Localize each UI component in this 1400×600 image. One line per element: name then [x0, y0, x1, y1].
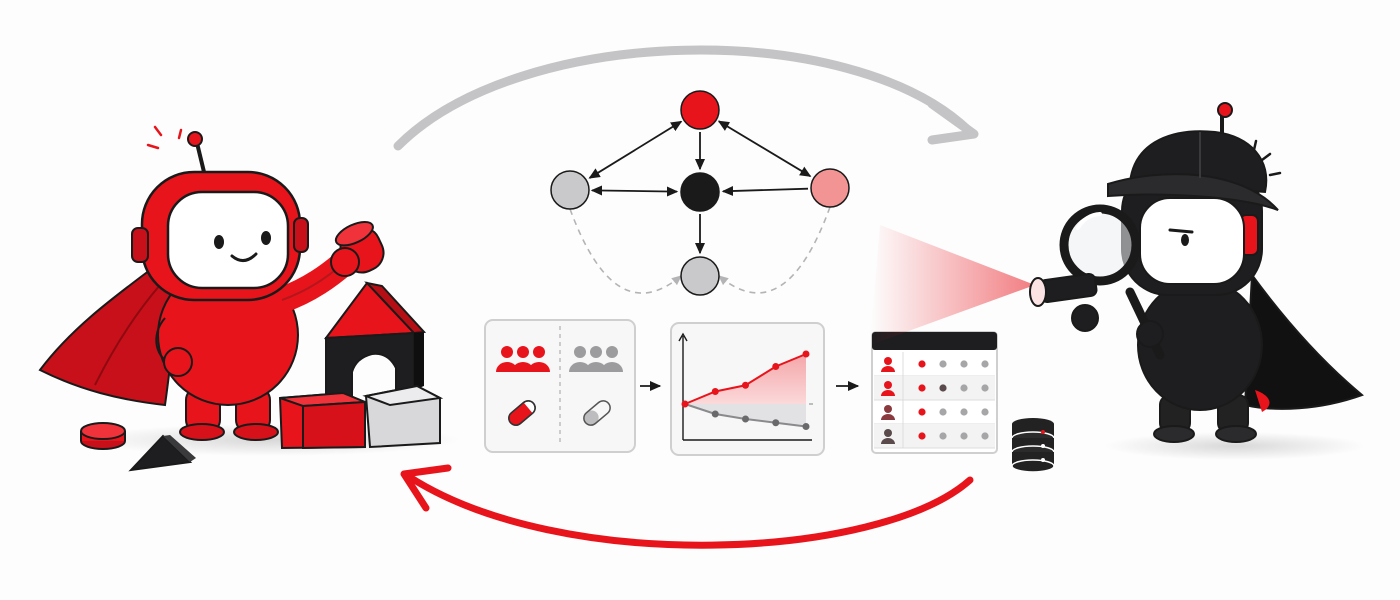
table-dot: [960, 408, 968, 416]
people-group-icon: [496, 346, 550, 372]
line-chart-icon: [678, 332, 814, 441]
results-table-panel: [871, 331, 998, 454]
table-dot: [918, 408, 926, 416]
database-icon: [1011, 418, 1055, 473]
causal-edge: [590, 185, 679, 197]
row-avatar-icon: [884, 381, 892, 389]
table-dot: [981, 360, 989, 368]
dashed-edge: [718, 206, 831, 294]
row-avatar-icon: [884, 405, 892, 413]
table-icon: [872, 332, 997, 350]
table-row: [874, 376, 995, 401]
control-point: [802, 423, 810, 430]
causal-edge: [721, 185, 809, 197]
graph-node-right: [810, 168, 850, 208]
causal-graph: [550, 90, 850, 296]
graph-node-left: [550, 170, 590, 210]
row-avatar-icon: [884, 429, 892, 437]
table-dot: [960, 360, 968, 368]
table-dot: [918, 384, 926, 392]
table-dot: [939, 360, 947, 368]
graph-node-top: [680, 90, 720, 130]
flow-arrow-bottom: [400, 464, 974, 549]
flashlight-icon: [1029, 272, 1098, 307]
outcome-chart-panel: [670, 322, 825, 456]
causal-edge: [588, 120, 683, 179]
control-point: [711, 410, 719, 418]
flow-arrow-top: [393, 45, 979, 151]
table-dot: [918, 432, 926, 440]
table-dot: [981, 408, 989, 416]
table-dot: [981, 384, 989, 392]
treated-point: [711, 388, 719, 395]
table-dot: [939, 384, 947, 392]
table-dot: [918, 360, 926, 368]
table-dot: [939, 432, 947, 440]
people-group-icon: [569, 346, 623, 372]
table-dot: [939, 408, 947, 416]
table-dot: [960, 432, 968, 440]
table-row: [874, 424, 995, 449]
groups-panel: [484, 319, 636, 453]
treated-point: [681, 400, 689, 408]
pill-icon: [583, 400, 611, 426]
graph-node-center: [680, 172, 720, 212]
causal-edge: [717, 120, 812, 177]
control-point: [742, 415, 749, 423]
row-avatar-icon: [884, 357, 892, 365]
detective-robot: [870, 102, 1365, 460]
treated-point: [742, 381, 749, 389]
pill-icon: [508, 400, 536, 426]
treated-point: [802, 350, 810, 358]
graph-node-bottom: [680, 256, 720, 296]
control-point: [772, 419, 780, 427]
treated-point: [772, 363, 780, 370]
table-dot: [981, 432, 989, 440]
toy-blocks-icon: [80, 281, 444, 472]
table-dot: [960, 384, 968, 392]
dashed-edge: [569, 208, 682, 294]
